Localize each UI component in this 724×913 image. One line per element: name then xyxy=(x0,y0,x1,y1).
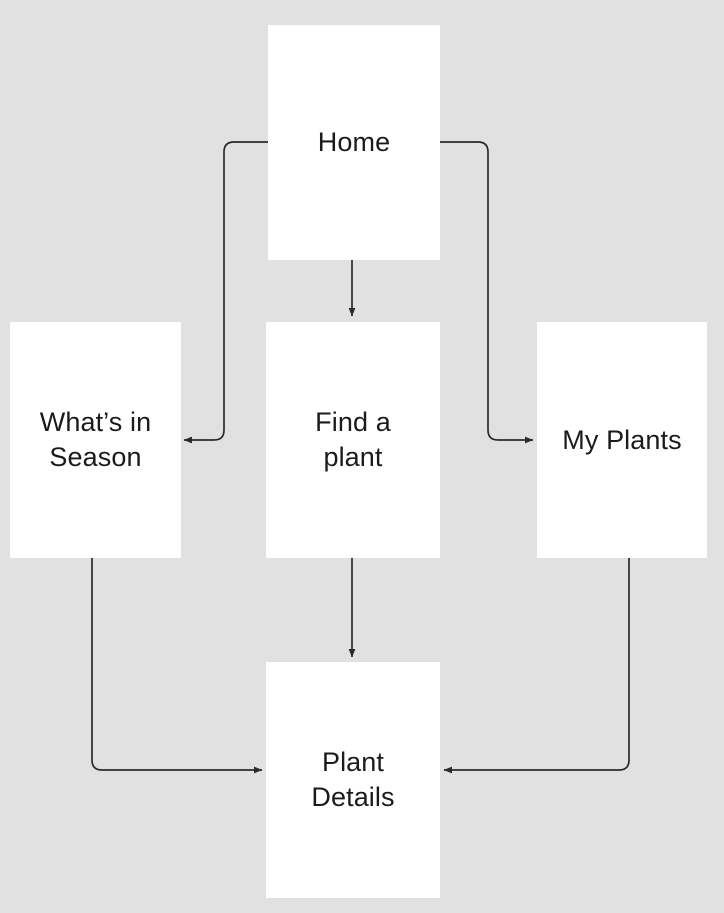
node-whats-in-season-label: What’s in Season xyxy=(39,407,152,472)
node-plant-details-label: Plant Details xyxy=(311,747,395,812)
node-plant-details[interactable]: Plant Details xyxy=(266,662,440,898)
node-find-a-plant[interactable]: Find a plant xyxy=(266,322,440,558)
edge-season-to-details xyxy=(91,558,263,774)
edge-home-to-myplants xyxy=(440,141,534,444)
edge-home-to-season xyxy=(183,141,268,444)
node-my-plants-label: My Plants xyxy=(562,424,682,455)
edge-myplants-to-details xyxy=(443,558,630,774)
node-find-a-plant-label: Find a plant xyxy=(315,407,391,472)
node-whats-in-season[interactable]: What’s in Season xyxy=(10,322,181,558)
node-home-label: Home xyxy=(317,127,391,157)
node-home[interactable]: Home xyxy=(268,25,440,260)
node-my-plants[interactable]: My Plants xyxy=(537,322,707,558)
